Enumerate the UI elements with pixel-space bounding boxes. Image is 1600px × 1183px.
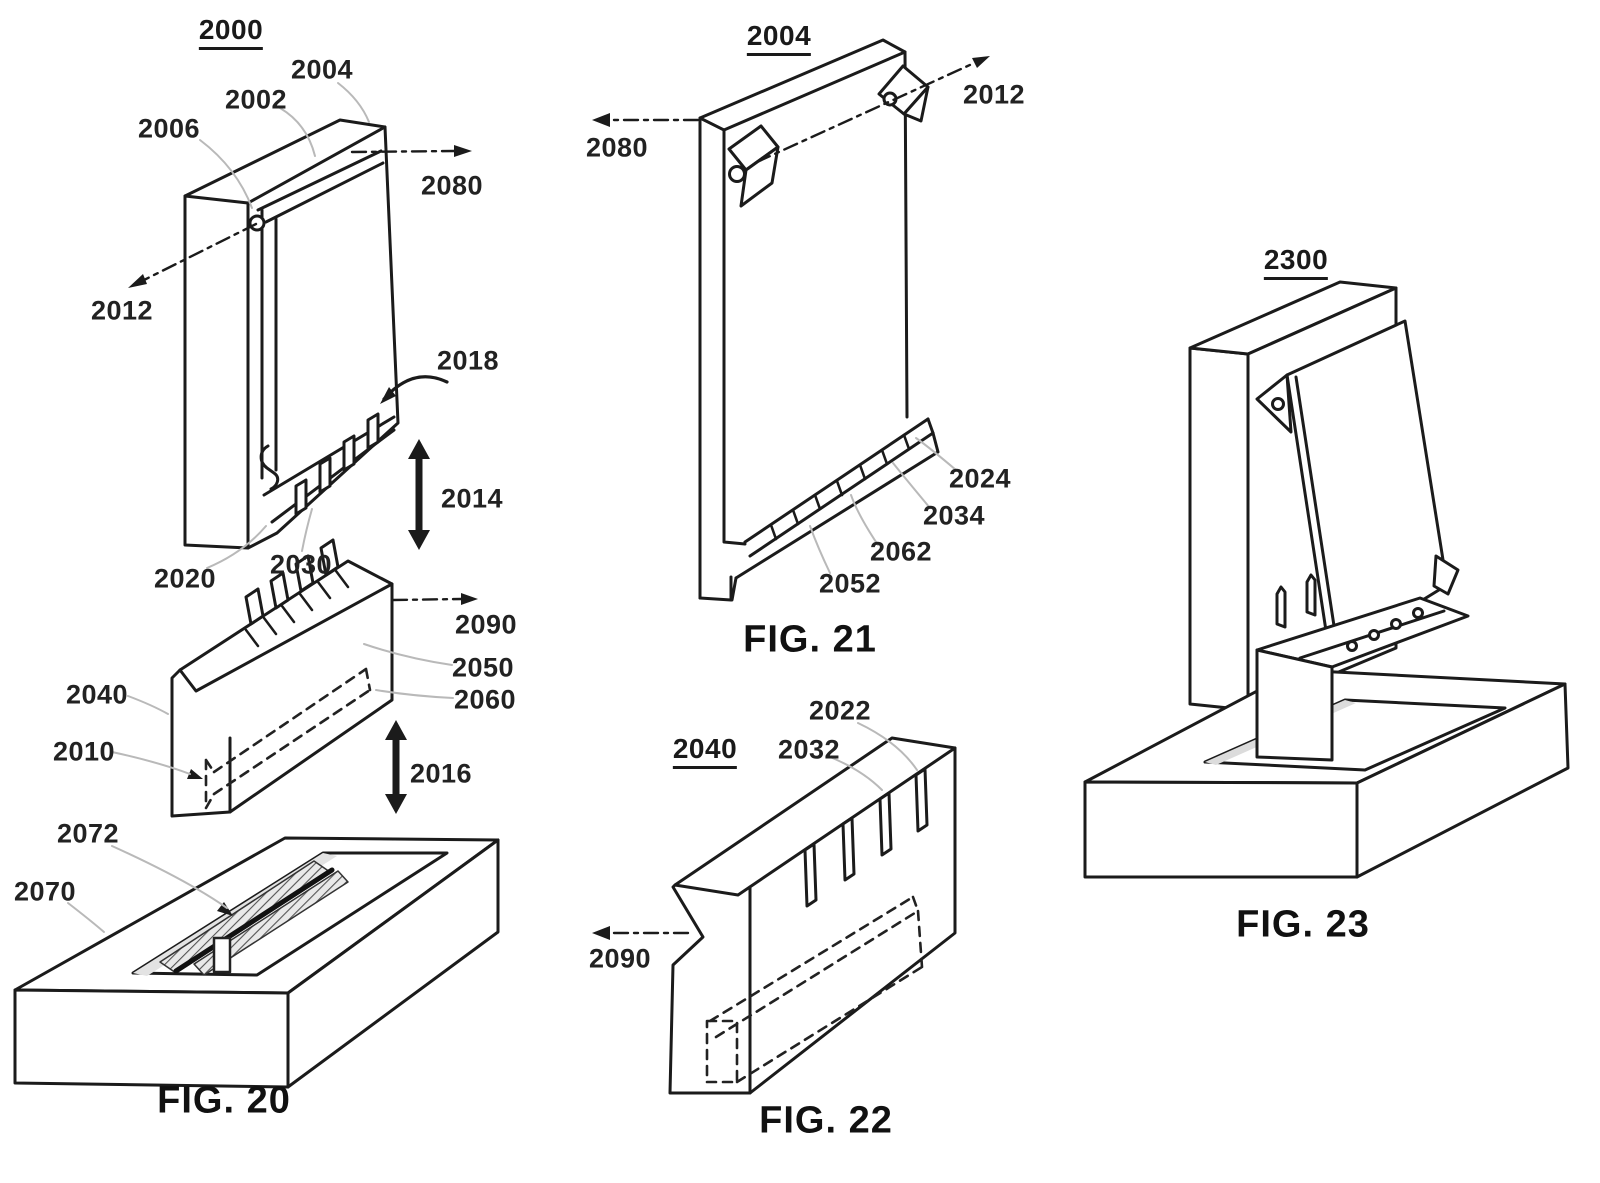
fig20-title: 2000	[198, 14, 264, 50]
fig20-ref-2006: 2006	[137, 113, 201, 144]
fig20-caption: FIG. 20	[157, 1079, 291, 1122]
fig21-leader-lines	[809, 437, 957, 574]
fig20-ref-2004: 2004	[290, 54, 354, 85]
fig22-hidden-receptacle	[705, 895, 924, 1084]
fig22-ref-2022: 2022	[808, 695, 872, 726]
fig20-bar-hatch-marks	[244, 569, 350, 648]
fig20-ref-2010: 2010	[52, 736, 116, 767]
fig20-ref-2020: 2020	[153, 563, 217, 594]
fig21-frame	[698, 38, 940, 602]
fig23-prong	[1275, 585, 1287, 629]
axis-2012-line	[142, 222, 258, 282]
axis-2090-line	[391, 597, 463, 602]
fig21-title: 2004	[746, 20, 812, 56]
axis-2090-arrowhead	[461, 593, 478, 605]
fig22-bar	[668, 736, 957, 1095]
fig23-caption: FIG. 23	[1236, 903, 1370, 946]
fig21-ref-2012: 2012	[962, 79, 1026, 110]
fig23-prong	[1305, 573, 1317, 617]
fig21-rail-slots	[769, 433, 911, 541]
fig20-ref-2060: 2060	[453, 684, 517, 715]
fig20-ref-2050: 2050	[451, 652, 515, 683]
axis-2012-line	[755, 62, 974, 164]
fig20-ref-2030: 2030	[269, 549, 333, 580]
fig22-direction-arrows	[592, 926, 690, 940]
fig20-dock-base	[13, 836, 500, 1089]
pointer-2072-arrowhead	[217, 902, 233, 916]
axis-2080-arrowhead	[454, 145, 472, 157]
fig20-direction-arrows	[128, 145, 478, 916]
pointer-2010-arrowhead	[187, 769, 203, 779]
fig22-title: 2040	[672, 733, 738, 769]
fig20-ref-2080: 2080	[420, 170, 484, 201]
fig21-ref-2052: 2052	[818, 568, 882, 599]
fig20-ref-2040: 2040	[65, 679, 129, 710]
fig22-leader-lines	[829, 722, 918, 791]
rotate-arrow-2018-head	[380, 387, 396, 404]
fig20-ref-2012: 2012	[90, 295, 154, 326]
fig22-ref-2090: 2090	[588, 943, 652, 974]
fig23-latch-horn	[1432, 554, 1460, 596]
fig22-caption: FIG. 22	[759, 1099, 893, 1142]
fig20-ref-2002: 2002	[224, 84, 288, 115]
fig20-ref-2016: 2016	[409, 758, 473, 789]
fig22-ref-2032: 2032	[777, 734, 841, 765]
fig20-ref-2090: 2090	[454, 609, 518, 640]
fig20-connector-bar	[170, 538, 394, 818]
axis-2012-arrowhead	[128, 274, 147, 288]
fig21-direction-arrows	[592, 56, 990, 164]
fig20-hidden-receptacle	[204, 667, 372, 810]
fig20-base-post	[212, 936, 232, 974]
fig21-ref-2024: 2024	[948, 463, 1012, 494]
fig21-ref-2080: 2080	[585, 132, 649, 163]
fig21-ref-2062: 2062	[869, 536, 933, 567]
fig20-ref-2070: 2070	[13, 876, 77, 907]
fig23-cradle-front	[1255, 648, 1334, 762]
fig20-leader-lines	[67, 82, 454, 933]
fig20-ref-2018: 2018	[436, 345, 500, 376]
fig20-device-slab	[183, 118, 400, 550]
fig23-title: 2300	[1263, 244, 1329, 280]
fig20-ref-2072: 2072	[56, 818, 120, 849]
fig21-ref-2034: 2034	[922, 500, 986, 531]
fig23-assembly	[1083, 280, 1570, 879]
axis-2080-line	[350, 149, 456, 154]
fig20-ref-2014: 2014	[440, 483, 504, 514]
fig21-caption: FIG. 21	[743, 618, 877, 661]
